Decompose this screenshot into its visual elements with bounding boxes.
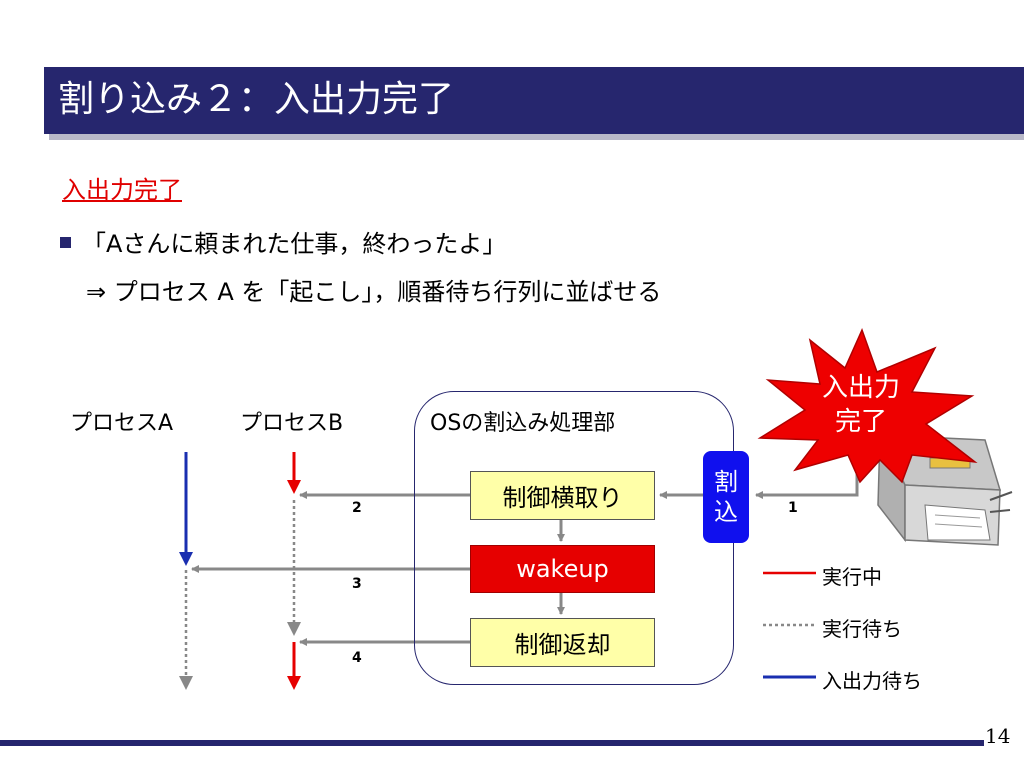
process-a-label: プロセスA <box>70 411 174 436</box>
process-a-arrowhead <box>179 552 193 566</box>
interrupt-char-1: 割 <box>714 468 738 496</box>
bullet-text: 「Aさんに頼まれた仕事，終わったよ」 <box>82 230 507 258</box>
process-b-label: プロセスB <box>240 411 344 436</box>
step-4-label: 4 <box>352 650 362 666</box>
interrupt-char-2: 込 <box>714 498 738 526</box>
burst-label: 入出力 完了 <box>796 371 926 439</box>
legend-io-waiting-label: 入出力待ち <box>822 669 922 693</box>
process-b-arrowhead-1 <box>287 480 301 494</box>
step-2-label: 2 <box>352 500 362 516</box>
subtitle: 入出力完了 <box>62 176 182 204</box>
title-bar <box>44 67 1024 134</box>
interrupt-badge: 割 込 <box>703 451 749 543</box>
footer-line <box>0 740 984 746</box>
burst-star <box>757 327 978 484</box>
arrow-text: ⇒ プロセス A を「起こし」，順番待ち行列に並ばせる <box>86 278 662 306</box>
slide-title: 割り込み２：入出力完了 <box>58 79 455 120</box>
step-1-label: 1 <box>788 500 798 516</box>
wakeup-box: wakeup <box>470 545 655 593</box>
legend-waiting-label: 実行待ち <box>822 617 902 641</box>
page-number: 14 <box>985 724 1011 748</box>
process-b-wait-arrowhead <box>287 622 301 636</box>
intercept-box: 制御横取り <box>470 471 655 520</box>
process-b-arrowhead-2 <box>287 676 301 690</box>
return-control-box: 制御返却 <box>470 618 655 667</box>
bullet-square-icon <box>60 237 71 248</box>
process-a-end-arrowhead <box>179 676 193 690</box>
legend-running-label: 実行中 <box>822 565 882 589</box>
burst-label-line2: 完了 <box>834 407 887 437</box>
os-label: OSの割込み処理部 <box>430 411 616 436</box>
burst-label-line1: 入出力 <box>821 373 900 403</box>
step-3-label: 3 <box>352 576 362 592</box>
